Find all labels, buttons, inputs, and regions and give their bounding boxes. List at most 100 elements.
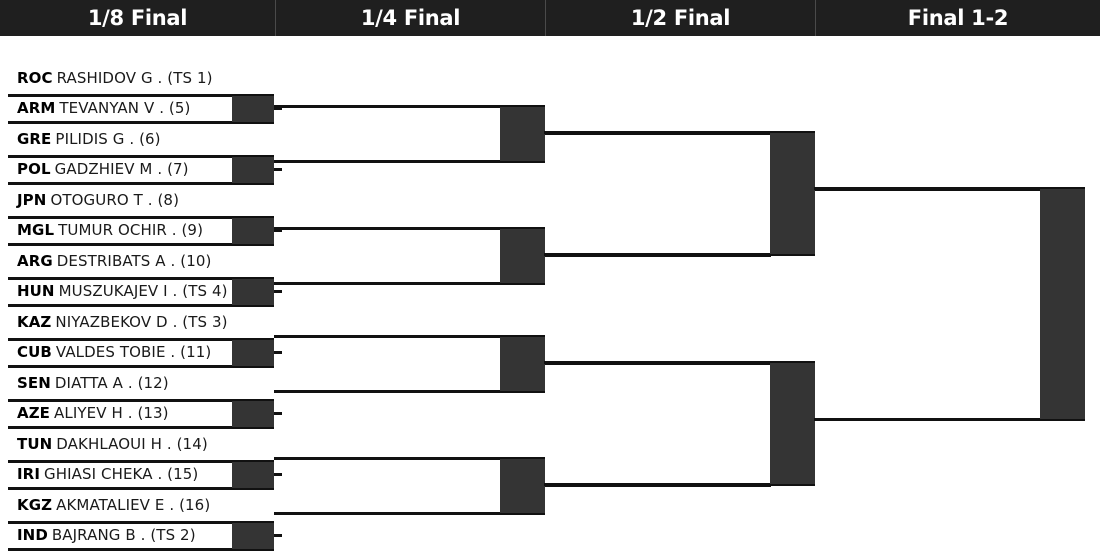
round-header-label: 1/4 Final bbox=[360, 6, 461, 30]
quarter-final-winner-block[interactable] bbox=[500, 227, 545, 285]
round-of-16-winner-block[interactable] bbox=[232, 520, 274, 551]
bracket-rail-top bbox=[274, 105, 545, 108]
athlete-full-name: GADZHIEV M . (7) bbox=[54, 160, 189, 178]
quarter-final-winner-block[interactable] bbox=[500, 457, 545, 515]
semi-final-winner-block[interactable] bbox=[770, 361, 815, 486]
round-header-eighth: 1/8 Final bbox=[0, 0, 275, 36]
round-of-16-winner-block[interactable] bbox=[232, 154, 274, 185]
quarter-final-match-4[interactable] bbox=[274, 457, 545, 515]
athlete-country-code: KAZ bbox=[17, 312, 52, 331]
round-of-16-winner-block[interactable] bbox=[232, 276, 274, 307]
athlete-full-name: GHIASI CHEKA . (15) bbox=[44, 465, 199, 483]
round-header-label: Final 1-2 bbox=[907, 6, 1009, 30]
bracket-rail-bottom bbox=[274, 282, 545, 285]
round-of-16-winner-block[interactable] bbox=[232, 215, 274, 246]
round-header-label: 1/2 Final bbox=[630, 6, 731, 30]
athlete-country-code: ARG bbox=[17, 251, 53, 270]
bracket-rail-bottom bbox=[274, 390, 545, 393]
athlete-full-name: DAKHLAOUI H . (14) bbox=[56, 434, 208, 453]
athlete-country-code: TUN bbox=[17, 434, 53, 453]
round-of-16-connector bbox=[266, 290, 282, 293]
final-match[interactable] bbox=[814, 187, 1085, 421]
athlete-full-name: ALIYEV H . (13) bbox=[54, 404, 169, 422]
round-of-16-winner-block[interactable] bbox=[232, 93, 274, 124]
final-winner-block[interactable] bbox=[1040, 187, 1085, 421]
athlete-country-code: CUB bbox=[17, 343, 52, 361]
quarter-final-match-3[interactable] bbox=[274, 335, 545, 393]
athlete-country-code: IND bbox=[17, 526, 48, 544]
quarter-final-match-2[interactable] bbox=[274, 227, 545, 285]
athlete-country-code: MGL bbox=[17, 221, 55, 239]
athlete-full-name: TUMUR OCHIR . (9) bbox=[58, 221, 204, 239]
quarter-final-winner-block[interactable] bbox=[500, 105, 545, 163]
athlete-country-code: GRE bbox=[17, 129, 52, 148]
round-header-semi: 1/2 Final bbox=[545, 0, 815, 36]
round-header-label: 1/8 Final bbox=[87, 6, 188, 30]
round-of-16-winner-block[interactable] bbox=[232, 459, 274, 490]
round-of-16-connector bbox=[266, 229, 282, 232]
athlete-full-name: VALDES TOBIE . (11) bbox=[55, 343, 212, 361]
bracket-rail-top bbox=[544, 361, 815, 364]
athlete-full-name: TEVANYAN V . (5) bbox=[59, 99, 191, 117]
bracket-rail-bottom bbox=[544, 483, 815, 486]
bracket-rail-top bbox=[274, 457, 545, 460]
athlete-full-name: AKMATALIEV E . (16) bbox=[56, 495, 211, 514]
round-of-16-connector bbox=[266, 107, 282, 110]
semi-final-match-2[interactable] bbox=[544, 361, 815, 486]
quarter-final-winner-block[interactable] bbox=[500, 335, 545, 393]
athlete-full-name: DIATTA A . (12) bbox=[54, 373, 169, 392]
semi-final-winner-block[interactable] bbox=[770, 131, 815, 256]
round-of-16-connector bbox=[266, 473, 282, 476]
round-of-16-winner-block[interactable] bbox=[232, 337, 274, 368]
athlete-country-code: JPN bbox=[17, 190, 47, 209]
round-header-final: Final 1-2 bbox=[815, 0, 1100, 36]
semi-final-match-1[interactable] bbox=[544, 131, 815, 256]
athlete-country-code: AZE bbox=[17, 404, 51, 422]
athlete-country-code: POL bbox=[17, 160, 51, 178]
quarter-final-match-1[interactable] bbox=[274, 105, 545, 163]
round-of-16-connector bbox=[266, 412, 282, 415]
round-of-16-winner-block[interactable] bbox=[232, 398, 274, 429]
athlete-full-name: MUSZUKAJEV I . (TS 4) bbox=[58, 282, 228, 300]
athlete-country-code: ROC bbox=[17, 68, 53, 87]
